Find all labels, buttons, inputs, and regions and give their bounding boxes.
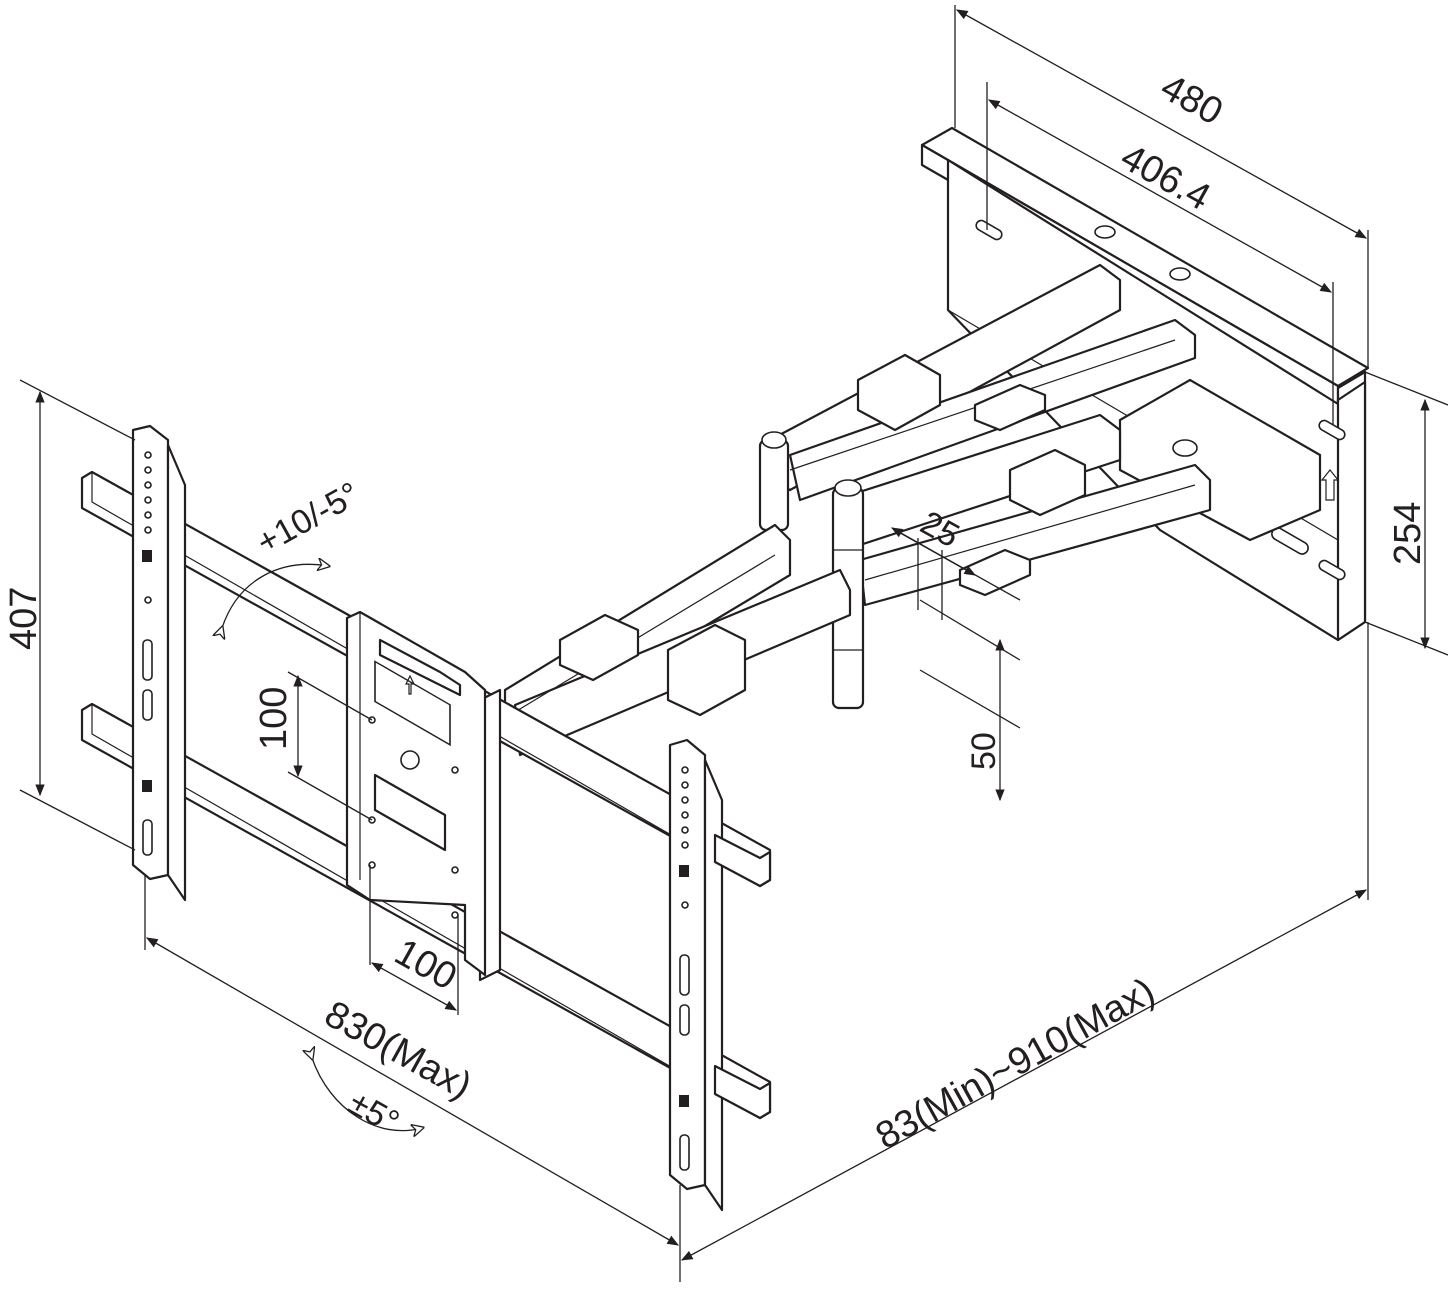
label-254: 254 [1387,502,1429,565]
label-407: 407 [3,587,45,650]
label-480: 480 [1154,66,1230,133]
left-strip-holes [142,451,153,856]
label-vesa-vertical: 100 [253,687,295,750]
label-tilt: +10/-5° [250,475,365,562]
tilt-arrow [222,564,328,628]
label-50: 50 [965,732,1003,770]
label-extension-range: 83(Min)~910(Max) [869,970,1162,1158]
swivel-arrow [312,1058,422,1131]
label-swivel: ±5° [342,1084,405,1142]
dimension-lines [19,5,1448,1282]
tv-bracket [80,424,772,1212]
label-406-4: 406.4 [1114,136,1218,219]
